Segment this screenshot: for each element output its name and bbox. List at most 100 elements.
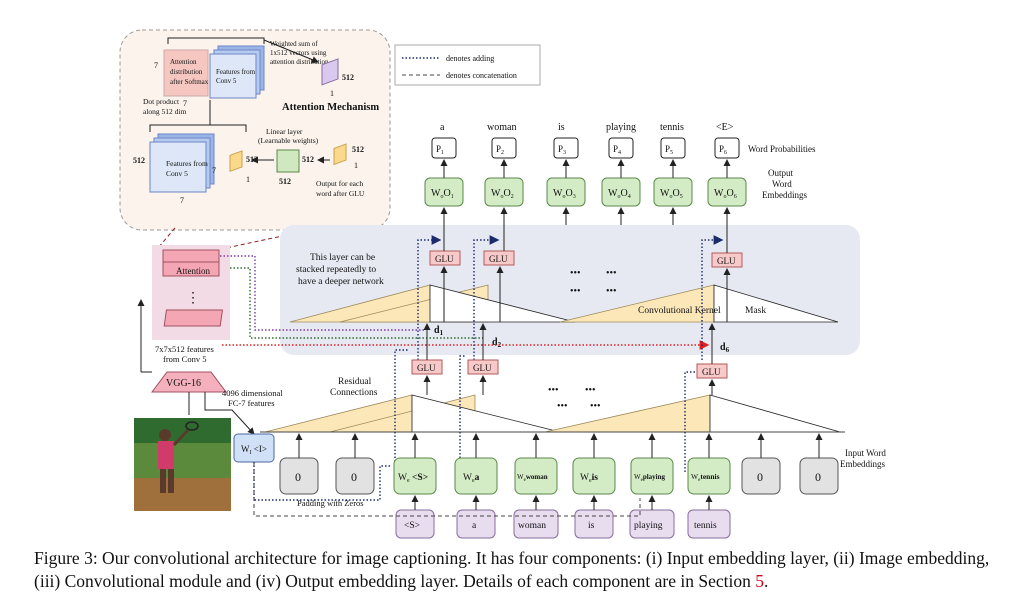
svg-text:Wewoman: Wewoman bbox=[517, 473, 548, 483]
d1-sub: 1 bbox=[440, 329, 444, 337]
upper-dots-2: ••• bbox=[606, 268, 617, 279]
lower-glu-1: GLU bbox=[417, 363, 436, 373]
vgg-label: VGG-16 bbox=[166, 378, 201, 389]
svg-text:Weplaying: Weplaying bbox=[634, 473, 666, 483]
svg-text:WoO3: WoO3 bbox=[553, 188, 576, 200]
in-emb-2: woman bbox=[526, 473, 548, 481]
attn-dist-label-1: distribution bbox=[170, 68, 203, 76]
lower-glu-2: GLU bbox=[473, 363, 492, 373]
wo-sub-3: 3 bbox=[573, 194, 576, 200]
attention-stack: Attention ⋮ bbox=[152, 245, 230, 340]
svg-text:P2: P2 bbox=[496, 144, 504, 156]
lower-dots-2: ••• bbox=[585, 385, 596, 396]
context-vector bbox=[321, 58, 339, 86]
out-word-5: <E> bbox=[716, 122, 734, 133]
lower-arrows bbox=[394, 323, 716, 472]
conv5-features-0: 7x7x512 features bbox=[155, 344, 214, 354]
zero-pad-boxes bbox=[279, 457, 839, 495]
svg-text:WoO2: WoO2 bbox=[491, 188, 514, 200]
out-word-3: playing bbox=[606, 122, 636, 133]
svg-text:P5: P5 bbox=[665, 144, 673, 156]
conv-kernel-label: Convolutional Kernel bbox=[638, 306, 721, 316]
svg-text:WoO5: WoO5 bbox=[660, 188, 683, 200]
padding-label: Padding with Zeros bbox=[297, 498, 364, 508]
out-dim-1: 1 bbox=[354, 161, 358, 170]
tennis-player-image bbox=[134, 418, 231, 511]
out-word-2: is bbox=[558, 122, 565, 133]
weighted-sum-0: Weighted sum of bbox=[270, 40, 318, 48]
wo-sub-4: 4 bbox=[628, 194, 631, 200]
attn-dim-7a: 7 bbox=[154, 61, 158, 70]
attn-dist-label-0: Attention bbox=[170, 58, 197, 66]
linear-layer-1: (Learnable weights) bbox=[258, 136, 319, 145]
features-big-1: Conv 5 bbox=[166, 169, 188, 178]
context-dim-512: 512 bbox=[342, 73, 354, 82]
p-sub-6: 6 bbox=[724, 150, 727, 156]
p-sub-5: 5 bbox=[670, 150, 673, 156]
fc7-1: FC-7 features bbox=[228, 398, 275, 408]
upper-dots-3: ••• bbox=[570, 286, 581, 297]
svg-text:Wetennis: Wetennis bbox=[691, 472, 720, 483]
svg-text:We <S>: We <S> bbox=[398, 473, 428, 484]
fc7-0: 4096 dimensional bbox=[222, 388, 283, 398]
out-word-4: tennis bbox=[660, 122, 684, 133]
lower-dots-4: ••• bbox=[590, 401, 601, 412]
p-sub-1: 1 bbox=[441, 150, 444, 156]
upper-glu-blocks bbox=[429, 250, 743, 268]
output-emb-label-0: Output bbox=[768, 168, 794, 178]
legend-concat: denotes concatenation bbox=[446, 71, 517, 80]
output-embedding-boxes bbox=[424, 177, 747, 207]
output-words: a woman is playing tennis <E> bbox=[440, 122, 734, 133]
wo-sub-1: 1 bbox=[451, 194, 454, 200]
lower-glu-3: GLU bbox=[702, 367, 721, 377]
dot-product-1: along 512 dim bbox=[143, 107, 186, 116]
input-arrows bbox=[295, 433, 823, 510]
stack-note-1: stacked repeatedly to bbox=[296, 265, 376, 275]
p-sub-3: 3 bbox=[563, 150, 566, 156]
context-dim-1: 1 bbox=[330, 89, 334, 98]
features-small-1: Conv 5 bbox=[216, 77, 237, 85]
token-1: a bbox=[472, 521, 477, 531]
in-emb-4: playing bbox=[643, 473, 666, 481]
legend-adding: denotes adding bbox=[446, 54, 494, 63]
wo-sub-5: 5 bbox=[680, 194, 683, 200]
attention-block-label: Attention bbox=[176, 266, 210, 276]
legend: denotes adding denotes concatenation bbox=[394, 44, 541, 86]
dot-product-0: Dot product bbox=[143, 97, 180, 106]
wo-sub-6: 6 bbox=[734, 194, 737, 200]
output-glu-0: Output for each bbox=[316, 179, 363, 188]
svg-text:P4: P4 bbox=[613, 144, 621, 156]
lin-dim-512c: 512 bbox=[279, 177, 291, 186]
svg-text:WoO1: WoO1 bbox=[431, 188, 454, 200]
wi-suffix: <I> bbox=[252, 444, 267, 454]
linear-layer-0: Linear layer bbox=[266, 127, 303, 136]
residual-label-0: Residual bbox=[338, 377, 372, 387]
svg-text:P3: P3 bbox=[558, 144, 566, 156]
figure-caption: Figure 3: Our convolutional architecture… bbox=[34, 547, 1004, 593]
out-dim-512: 512 bbox=[352, 145, 364, 154]
upper-dots-4: ••• bbox=[606, 286, 617, 297]
d6-label: d bbox=[720, 342, 726, 353]
architecture-figure: Attention distribution after Softmax 7 7… bbox=[119, 29, 886, 539]
in-emb-0: <S> bbox=[410, 473, 429, 483]
attn-dist-label-2: after Softmax bbox=[170, 78, 209, 86]
lower-dots-3: ••• bbox=[557, 401, 568, 412]
token-0: <S> bbox=[404, 521, 420, 531]
token-4: playing bbox=[634, 521, 663, 531]
output-arrows bbox=[417, 159, 731, 360]
output-glu-1: word after GLU bbox=[316, 189, 365, 198]
svg-text:P6: P6 bbox=[719, 144, 727, 156]
caption-section-link[interactable]: 5 bbox=[755, 571, 764, 591]
attention-vertical-dots: ⋮ bbox=[186, 291, 200, 306]
features-small-0: Features from bbox=[216, 68, 256, 76]
upper-glu-2: GLU bbox=[489, 254, 508, 264]
caption-text: Figure 3: Our convolutional architecture… bbox=[34, 548, 990, 591]
zero-3: 0 bbox=[757, 470, 763, 484]
svg-text:d6: d6 bbox=[720, 342, 730, 354]
d1-label: d bbox=[434, 325, 440, 336]
svg-text:Wea: Wea bbox=[463, 473, 480, 484]
wi-label: W bbox=[241, 444, 250, 454]
wo-sub-2: 2 bbox=[511, 194, 514, 200]
svg-text:Weis: Weis bbox=[580, 473, 598, 484]
svg-text:WoO6: WoO6 bbox=[714, 188, 737, 200]
